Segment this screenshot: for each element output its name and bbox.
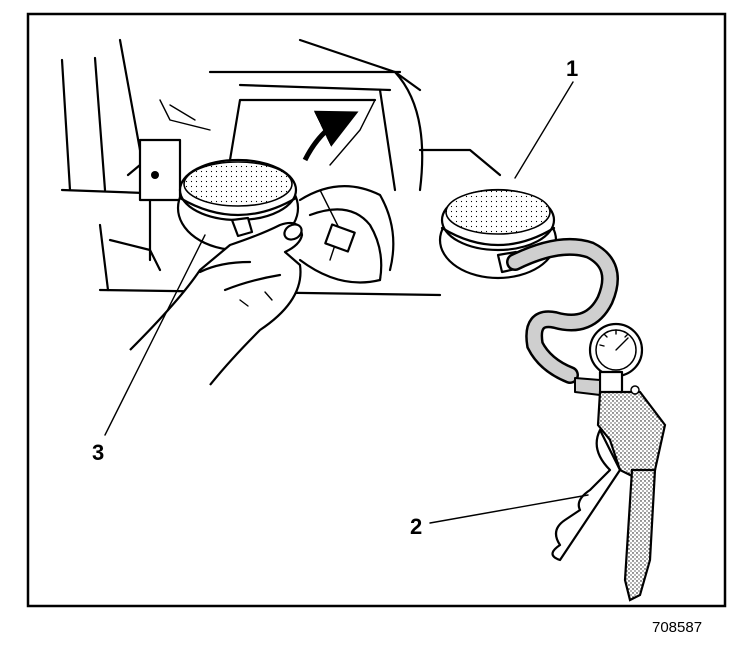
vacuum-hose [506, 237, 619, 384]
callout-2-leader [429, 494, 589, 524]
figure-frame [26, 12, 727, 608]
wiring-harness [298, 185, 395, 284]
removal-arrow [302, 110, 359, 162]
callout-3-leader [104, 234, 206, 436]
vacuum-actuator [438, 188, 558, 280]
callout-2: 2 [410, 514, 422, 539]
figure-number: 708587 [652, 619, 702, 636]
callout-1-leader [514, 81, 574, 179]
callout-3: 3 [92, 440, 104, 465]
hand [129, 221, 304, 386]
vacuum-actuator-removed [176, 158, 300, 252]
callout-1: 1 [566, 56, 578, 81]
